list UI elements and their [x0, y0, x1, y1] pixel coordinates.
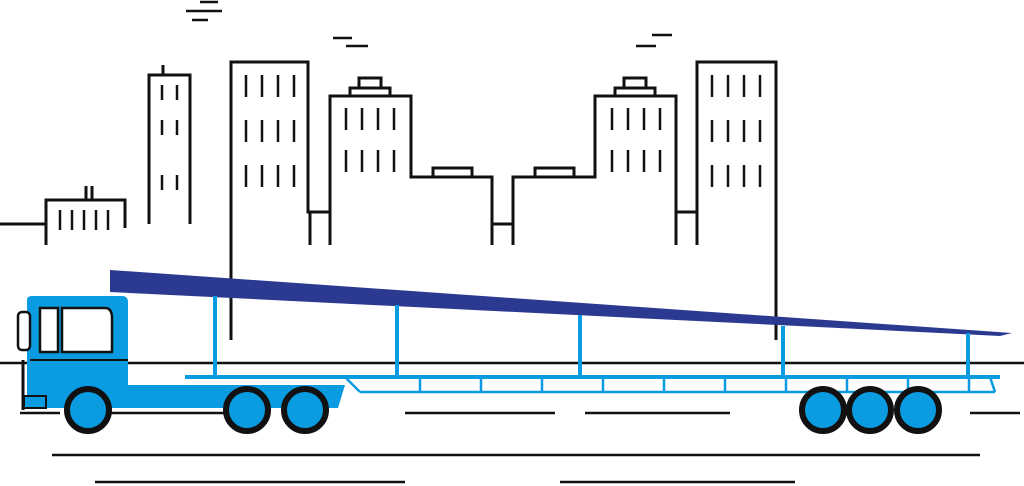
city-skyline — [0, 60, 778, 340]
wheels — [64, 386, 942, 434]
wheel — [846, 386, 894, 434]
wheel — [799, 386, 847, 434]
building-windows — [58, 75, 762, 230]
wheel — [64, 386, 112, 434]
road-lines — [0, 361, 1024, 484]
wheel — [894, 386, 942, 434]
wheel — [223, 386, 271, 434]
blade-supports — [213, 296, 970, 378]
wheel — [281, 386, 329, 434]
truck-cab — [16, 296, 128, 410]
sky-dashes — [186, 0, 672, 48]
wind-turbine-blade — [110, 270, 1012, 336]
